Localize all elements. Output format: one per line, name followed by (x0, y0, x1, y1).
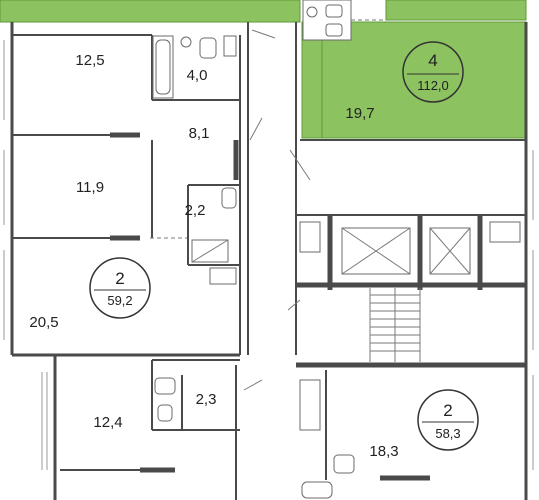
toilet-icon (306, 6, 318, 18)
room-area-label: 20,5 (29, 314, 58, 331)
badge-circle (402, 41, 464, 103)
bathroom-2-2 (191, 187, 237, 285)
bottom-left-walls (60, 359, 240, 500)
toilet-icon (180, 36, 192, 48)
corridor (243, 22, 311, 391)
toilet-icon (209, 267, 237, 285)
badge-circle (89, 257, 151, 319)
toilet-icon (154, 377, 176, 395)
toilet-icon (301, 481, 333, 499)
room-area-label: 2,2 (185, 202, 206, 219)
room-area-label: 8,1 (189, 125, 210, 142)
sink-icon (221, 187, 237, 209)
apartment-badge[interactable]: 2 59,2 (89, 257, 151, 319)
badge-rooms-count: 2 (443, 401, 452, 420)
highlight-top-strip (0, 0, 301, 23)
sink-icon (325, 23, 343, 37)
apartment-badge-highlighted[interactable]: 4 112,0 (402, 41, 464, 103)
sink-icon (199, 37, 217, 59)
apartment-badge[interactable]: 2 58,3 (417, 389, 479, 451)
badge-rooms-count: 2 (115, 269, 124, 288)
badge-area: 59,2 (107, 293, 132, 308)
room-area-label: 4,0 (187, 67, 208, 84)
outer-wall-left (3, 22, 240, 500)
sink-icon (325, 4, 343, 18)
room-area-label: 12,5 (75, 52, 104, 69)
badge-rooms-count: 4 (428, 51, 437, 70)
bathroom-top-right (302, 0, 386, 41)
core-stairs-elevators (296, 214, 526, 368)
room-area-label: 12,4 (93, 414, 122, 431)
room-area-label: 19,7 (345, 105, 374, 122)
badge-area: 112,0 (417, 78, 449, 93)
room-area-label: 11,9 (76, 179, 104, 196)
room-area-label: 18,3 (369, 443, 398, 460)
badge-circle (417, 389, 479, 451)
stairs-icon (369, 288, 421, 362)
shower-icon (299, 379, 321, 431)
badge-area: 58,3 (435, 426, 460, 441)
bottom-right-walls (299, 370, 430, 499)
sink-icon (157, 404, 173, 422)
bathtub-icon (155, 39, 171, 95)
room-area-label: 2,3 (196, 391, 217, 408)
sink-icon (333, 454, 355, 474)
highlight-top-right-strip (385, 0, 527, 21)
outer-wall-right (300, 22, 534, 500)
bathroom-4-0 (152, 35, 237, 99)
left-apartment-walls (12, 34, 241, 355)
